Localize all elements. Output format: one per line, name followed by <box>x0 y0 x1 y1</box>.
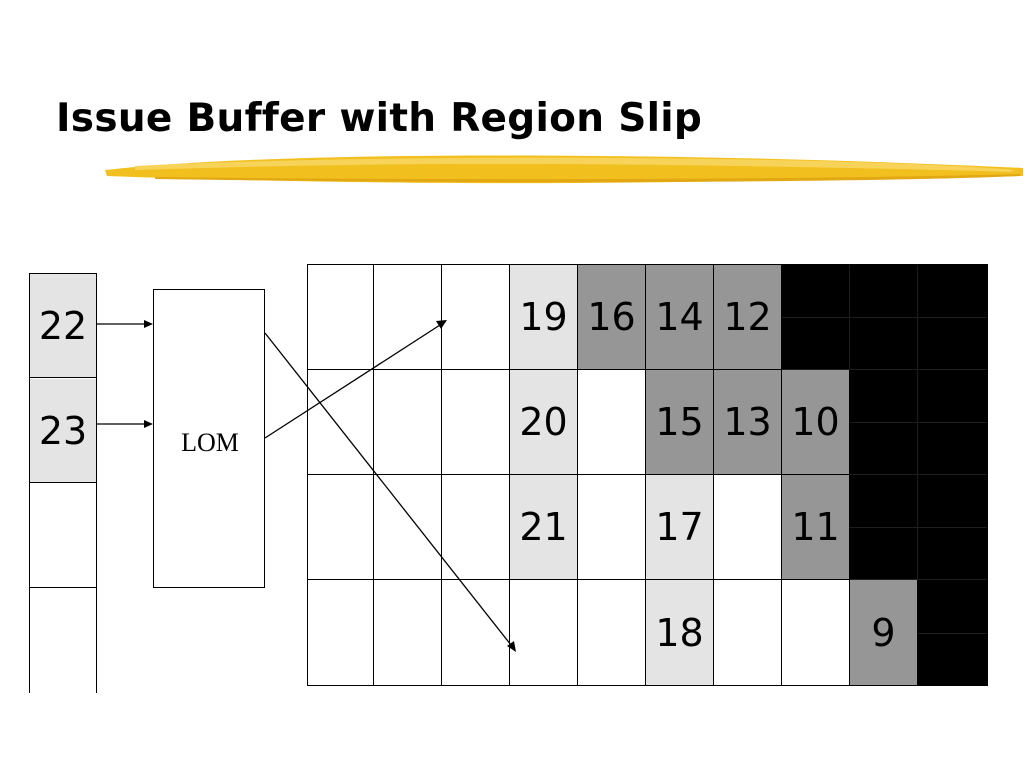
buffer-cell <box>442 265 510 370</box>
lom-box: LOM <box>153 289 265 588</box>
buffer-cell <box>308 580 374 685</box>
buffer-cell <box>578 580 646 685</box>
buffer-cell <box>442 580 510 685</box>
buffer-cell <box>918 580 987 685</box>
underline-stroke-highlight <box>135 157 1015 172</box>
queue-slot <box>30 589 96 693</box>
buffer-cell: 11 <box>782 475 850 580</box>
underline-stroke-shadow <box>155 174 1020 183</box>
buffer-cell: 13 <box>714 370 782 475</box>
buffer-cell <box>918 475 987 580</box>
buffer-cell: 19 <box>510 265 578 370</box>
buffer-cell: 9 <box>850 580 918 685</box>
buffer-cell <box>308 370 374 475</box>
buffer-cell <box>442 370 510 475</box>
slide-title: Issue Buffer with Region Slip <box>56 96 703 141</box>
buffer-cell: 14 <box>646 265 714 370</box>
buffer-cell <box>308 265 374 370</box>
buffer-cell <box>374 580 442 685</box>
lom-label: LOM <box>181 427 239 457</box>
buffer-cell <box>850 370 918 475</box>
queue-slot: 23 <box>30 379 96 483</box>
queue-slot <box>30 484 96 588</box>
buffer-cell <box>578 370 646 475</box>
buffer-cell <box>578 475 646 580</box>
buffer-cell <box>782 580 850 685</box>
buffer-cell <box>918 265 987 370</box>
buffer-cell <box>782 265 850 370</box>
buffer-cell <box>714 475 782 580</box>
queue-slot: 22 <box>30 274 96 378</box>
buffer-cell <box>308 475 374 580</box>
arrowhead-22-to-lom <box>144 320 153 328</box>
buffer-cell <box>918 370 987 475</box>
buffer-cell: 12 <box>714 265 782 370</box>
buffer-cell <box>714 580 782 685</box>
buffer-cell <box>374 475 442 580</box>
buffer-cell: 16 <box>578 265 646 370</box>
arrowhead-23-to-lom <box>144 420 153 428</box>
buffer-cell <box>850 475 918 580</box>
buffer-cell: 10 <box>782 370 850 475</box>
buffer-cell: 15 <box>646 370 714 475</box>
buffer-cell <box>374 265 442 370</box>
buffer-cell: 20 <box>510 370 578 475</box>
title-underline-brush-stroke <box>105 155 1023 184</box>
buffer-cell <box>510 580 578 685</box>
buffer-cell <box>850 265 918 370</box>
buffer-cell <box>442 475 510 580</box>
buffer-cell: 21 <box>510 475 578 580</box>
buffer-cell: 17 <box>646 475 714 580</box>
buffer-cell: 18 <box>646 580 714 685</box>
buffer-cell <box>374 370 442 475</box>
